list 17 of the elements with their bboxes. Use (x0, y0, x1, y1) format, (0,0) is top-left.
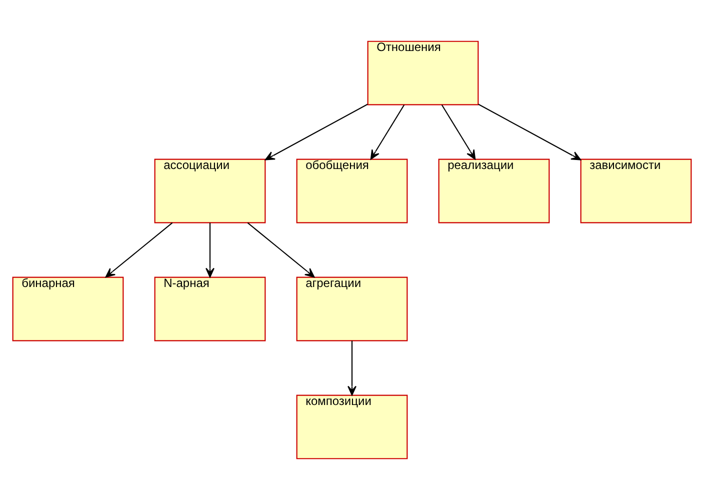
arrow (247, 222, 315, 278)
arrow (348, 340, 356, 396)
node-box: реализации (438, 158, 550, 223)
node-box: N-арная (154, 276, 266, 341)
node-box: зависимости (580, 158, 692, 223)
arrow (478, 103, 582, 160)
node-box: ассоциации (154, 158, 266, 223)
arrow (105, 222, 173, 278)
node-box: бинарная (12, 276, 124, 341)
arrow (206, 222, 214, 278)
arrow (370, 104, 405, 160)
node-box: Отношения (367, 40, 479, 105)
arrow (264, 103, 368, 160)
node-box: агрегации (296, 276, 408, 341)
node-box: композиции (296, 394, 408, 459)
node-box: обобщения (296, 158, 408, 223)
arrow (441, 104, 476, 160)
